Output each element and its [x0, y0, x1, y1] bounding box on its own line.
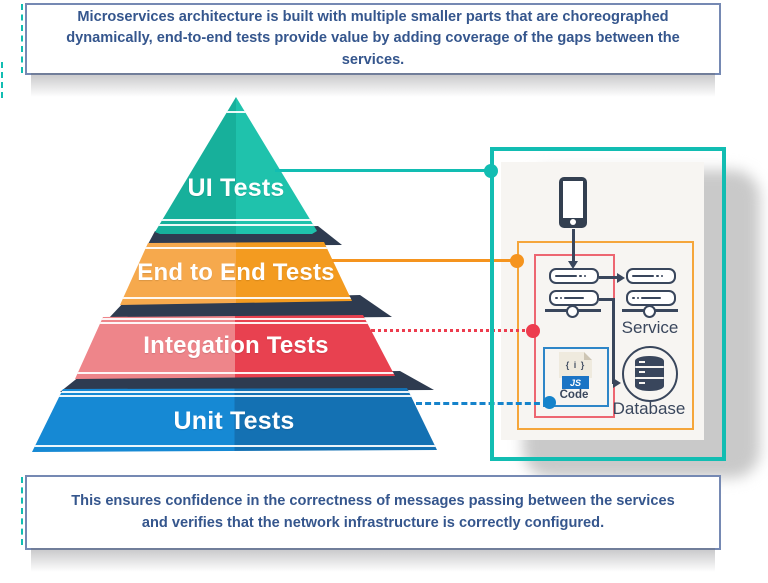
- cylinder-separator: [635, 366, 664, 368]
- highlight-line: [75, 322, 395, 324]
- phone-home-button: [570, 219, 576, 225]
- cylinder-tick: [639, 361, 645, 363]
- server-rack-icon: [626, 268, 676, 284]
- cylinder-separator: [635, 377, 664, 379]
- highlight-line: [32, 395, 437, 397]
- connector-line-end-to-end-tests: [332, 259, 517, 262]
- highlight-line: [120, 297, 352, 299]
- pyramid-level-integration-tests: [75, 315, 395, 379]
- highlight-line: [155, 111, 317, 113]
- highlight-line: [155, 219, 317, 221]
- server-dot: [583, 274, 586, 278]
- highlight-line: [120, 247, 352, 249]
- connector-line-integration-tests: [371, 329, 533, 332]
- highlight-line: [155, 224, 317, 226]
- service-label: Service: [621, 318, 679, 337]
- ui-scope-frame: [490, 147, 726, 461]
- label-ui-tests: UI Tests: [187, 174, 285, 202]
- database-label: Database: [612, 399, 686, 418]
- server-dot: [632, 296, 635, 300]
- decorative-dash-left-bottom: [21, 477, 23, 545]
- connector-line-ui-tests: [275, 169, 491, 172]
- label-unit-tests: Unit Tests: [173, 407, 295, 435]
- connector-dot-end-to-end: [510, 254, 524, 268]
- flow-line: [599, 298, 614, 301]
- js-code-file-icon: { i }: [559, 352, 592, 378]
- flow-line: [612, 298, 615, 384]
- connector-line-unit-tests: [416, 402, 549, 405]
- label-end-to-end-tests: End to End Tests: [137, 259, 335, 286]
- server-dot: [579, 274, 582, 278]
- end-to-end-scope-frame: [517, 241, 694, 430]
- server-bar: [632, 274, 654, 278]
- server-dot: [636, 296, 639, 300]
- highlight-line: [75, 318, 395, 320]
- arrow-right-icon: [617, 272, 625, 283]
- js-badge: JS: [562, 376, 589, 389]
- flow-line: [599, 276, 618, 279]
- highlight-line: [75, 372, 395, 374]
- arrow-right-icon: [613, 378, 621, 388]
- bottom-note-box: This ensures confidence in the correctne…: [25, 475, 721, 572]
- server-bar: [641, 296, 661, 300]
- label-integration-tests: Integation Tests: [143, 332, 329, 359]
- file-glyph: { i }: [565, 360, 586, 370]
- network-node-icon: [566, 305, 579, 318]
- pyramid-level-unit-tests: [32, 388, 437, 452]
- top-note-box: Microservices architecture is built with…: [25, 3, 721, 97]
- server-dot: [656, 274, 659, 278]
- file-fold-corner: [584, 352, 592, 360]
- top-note-text: Microservices architecture is built with…: [66, 9, 680, 68]
- code-label: Code: [559, 389, 589, 401]
- smartphone-icon: [559, 177, 587, 228]
- connector-dot-ui: [484, 164, 498, 178]
- decorative-dash-left-top: [21, 4, 23, 73]
- cylinder-tick: [639, 382, 645, 384]
- server-dot: [660, 274, 663, 278]
- cylinder-tick: [639, 371, 645, 373]
- network-node-icon: [643, 305, 656, 318]
- bottom-note-text: This ensures confidence in the correctne…: [71, 493, 675, 531]
- flow-line: [572, 229, 575, 262]
- pyramid-level-end-to-end-tests: [120, 242, 352, 305]
- server-bar: [564, 296, 584, 300]
- server-bar: [555, 274, 577, 278]
- phone-screen: [563, 181, 583, 218]
- server-dot: [555, 296, 558, 300]
- highlight-line: [32, 445, 437, 447]
- database-cylinder-body: [635, 356, 664, 391]
- pyramid-level-ui-tests: [155, 97, 317, 234]
- decorative-dash-edge-top: [1, 62, 3, 98]
- server-dot: [559, 296, 562, 300]
- highlight-line: [32, 391, 437, 393]
- database-cylinder-icon: [622, 346, 678, 402]
- arrow-down-icon: [568, 261, 578, 269]
- connector-dot-unit: [543, 396, 556, 409]
- server-rack-icon: [549, 268, 599, 284]
- connector-dot-integration: [526, 324, 540, 338]
